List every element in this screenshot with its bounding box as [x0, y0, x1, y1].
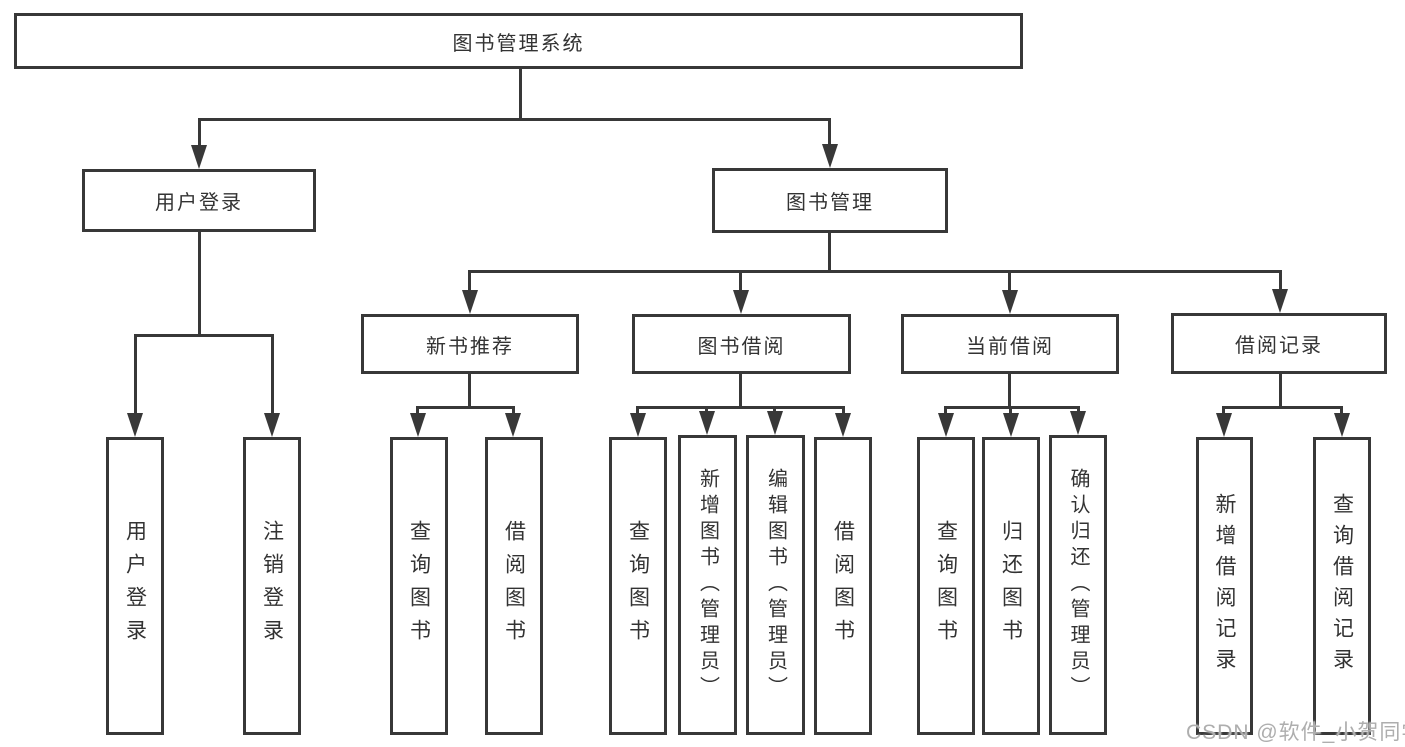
node-borrowing-records-label: 借阅记录	[1235, 335, 1323, 357]
node-book-borrowing: 图书借阅	[632, 314, 851, 374]
connector-drop-query-books-borrowing	[636, 406, 639, 415]
leaf-user-login-label: 用户登录	[123, 520, 147, 652]
connector-book-management-branch	[468, 270, 1282, 273]
connector-drop-query-books-current	[944, 406, 947, 415]
connector-drop-return-books	[1009, 406, 1012, 415]
arrowhead-down-icon	[938, 413, 954, 437]
leaf-edit-books-admin: 编辑图书（管理员）	[746, 435, 805, 735]
csdn-watermark: CSDN @软件_小贺同学	[1186, 721, 1405, 744]
leaf-query-borrow-record-label: 查询借阅记录	[1330, 493, 1354, 679]
connector-drop-book-borrowing	[739, 270, 742, 294]
leaf-logout-label: 注销登录	[260, 520, 284, 652]
node-book-management-label: 图书管理	[786, 192, 874, 214]
leaf-add-books-admin-label: 新增图书（管理员）	[696, 468, 719, 702]
connector-drop-book-management	[828, 118, 831, 146]
connector-current-borrowing-stem	[1008, 374, 1011, 409]
arrowhead-down-icon	[835, 413, 851, 437]
node-user-login: 用户登录	[82, 169, 316, 232]
arrowhead-down-icon	[1216, 413, 1232, 437]
connector-book-borrowing-stem	[739, 374, 742, 409]
node-book-management-system: 图书管理系统	[14, 13, 1023, 69]
connector-drop-add-borrow-record	[1222, 406, 1225, 415]
connector-current-borrowing-branch	[944, 406, 1080, 409]
connector-root-branch	[198, 118, 831, 121]
leaf-add-books-admin: 新增图书（管理员）	[678, 435, 737, 735]
connector-book-borrowing-branch	[636, 406, 845, 409]
leaf-return-books: 归还图书	[982, 437, 1040, 735]
connector-drop-confirm-return	[1077, 406, 1080, 415]
leaf-add-borrow-record: 新增借阅记录	[1196, 437, 1253, 735]
arrowhead-down-icon	[733, 290, 749, 314]
connector-drop-query-borrow-record	[1340, 406, 1343, 415]
connector-new-book-branch	[416, 406, 515, 409]
leaf-query-books-recommend: 查询图书	[390, 437, 448, 735]
arrowhead-down-icon	[505, 413, 521, 437]
leaf-borrow-books-borrowing: 借阅图书	[814, 437, 872, 735]
arrowhead-down-icon	[630, 413, 646, 437]
leaf-add-borrow-record-label: 新增借阅记录	[1213, 493, 1236, 679]
arrowhead-down-icon	[699, 411, 715, 435]
connector-drop-current-borrowing	[1008, 270, 1011, 294]
connector-drop-add-books	[705, 406, 708, 415]
leaf-borrow-books-recommend: 借阅图书	[485, 437, 543, 735]
arrowhead-down-icon	[767, 411, 783, 435]
leaf-query-books-borrowing-label: 查询图书	[626, 520, 650, 652]
node-book-management: 图书管理	[712, 168, 948, 233]
arrowhead-down-icon	[462, 290, 478, 314]
leaf-logout: 注销登录	[243, 437, 301, 735]
arrowhead-down-icon	[1002, 290, 1018, 314]
node-current-borrowing-label: 当前借阅	[966, 335, 1054, 358]
arrowhead-down-icon	[1334, 413, 1350, 437]
connector-drop-borrow-books-borrowing	[842, 406, 845, 415]
connector-borrowing-records-stem	[1279, 374, 1282, 409]
connector-root-stem	[519, 68, 522, 120]
node-root-label: 图书管理系统	[452, 32, 585, 55]
node-user-login-label: 用户登录	[155, 192, 243, 214]
arrowhead-down-icon	[1070, 411, 1086, 435]
connector-drop-query-books-recommend	[416, 406, 419, 415]
connector-borrowing-records-branch	[1222, 406, 1342, 409]
arrowhead-down-icon	[191, 145, 207, 169]
leaf-query-books-current: 查询图书	[917, 437, 975, 735]
connector-user-login-branch	[134, 334, 274, 337]
node-book-borrowing-label: 图书借阅	[697, 335, 786, 358]
leaf-borrow-books-borrowing-label: 借阅图书	[831, 520, 855, 652]
arrowhead-down-icon	[264, 413, 280, 437]
connector-drop-new-book-recommendation	[468, 270, 471, 294]
connector-drop-user-login-leaf	[134, 334, 137, 415]
leaf-borrow-books-recommend-label: 借阅图书	[502, 520, 526, 652]
leaf-query-books-borrowing: 查询图书	[609, 437, 667, 735]
leaf-confirm-return-admin: 确认归还（管理员）	[1049, 435, 1107, 735]
arrowhead-down-icon	[1272, 289, 1288, 313]
leaf-query-books-recommend-label: 查询图书	[407, 520, 431, 652]
leaf-query-borrow-record: 查询借阅记录	[1313, 437, 1371, 735]
leaf-return-books-label: 归还图书	[999, 520, 1023, 652]
connector-drop-borrowing-records	[1279, 270, 1282, 294]
connector-new-book-stem	[468, 374, 471, 409]
leaf-confirm-return-admin-label: 确认归还（管理员）	[1067, 468, 1089, 702]
connector-drop-edit-books	[773, 406, 776, 415]
node-new-book-recommendation: 新书推荐	[361, 314, 579, 374]
connector-drop-borrow-books-recommend	[512, 406, 515, 415]
connector-drop-user-login	[198, 118, 201, 147]
leaf-edit-books-admin-label: 编辑图书（管理员）	[764, 468, 787, 702]
node-current-borrowing: 当前借阅	[901, 314, 1119, 374]
connector-user-login-stem	[198, 232, 201, 337]
arrowhead-down-icon	[127, 413, 143, 437]
node-new-book-recommendation-label: 新书推荐	[426, 335, 514, 358]
connector-book-management-stem	[828, 233, 831, 273]
arrowhead-down-icon	[410, 413, 426, 437]
arrowhead-down-icon	[822, 144, 838, 168]
connector-drop-logout	[271, 334, 274, 415]
node-borrowing-records: 借阅记录	[1171, 313, 1387, 374]
leaf-user-login: 用户登录	[106, 437, 164, 735]
arrowhead-down-icon	[1003, 413, 1019, 437]
leaf-query-books-current-label: 查询图书	[934, 520, 958, 652]
